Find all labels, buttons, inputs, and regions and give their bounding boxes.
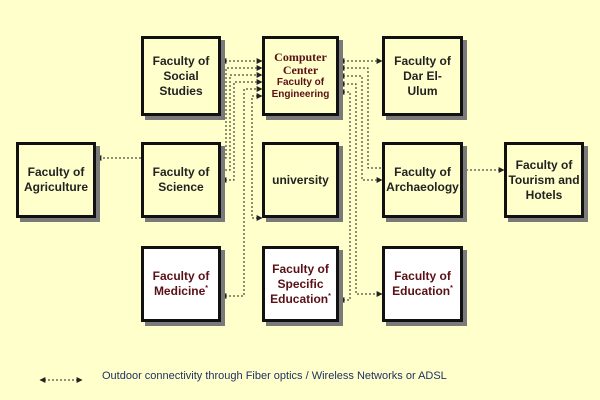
education-mark: * (450, 285, 453, 292)
box-computer-center: Computer Center Faculty of Engineering (262, 36, 339, 116)
education-text: Faculty of Education (392, 269, 451, 298)
agriculture-label: Faculty of Agriculture (23, 165, 88, 194)
tourism-label: Faculty of Tourism and Hotels (508, 157, 580, 202)
box-dar-el-ulum: Faculty of Dar El- Ulum (382, 36, 463, 116)
medicine-label: Faculty of Medicine* (153, 269, 210, 299)
archaeology-label: Faculty of Archaeology (386, 165, 459, 194)
medicine-text: Faculty of Medicine (152, 269, 210, 298)
social-studies-label: Faculty of Social Studies (152, 53, 210, 98)
dar-el-ulum-label: Faculty of Dar El- Ulum (394, 53, 451, 98)
link-science-cc-3 (220, 79, 263, 183)
link-cc-archaeology-2 (338, 73, 383, 183)
legend-text: Outdoor connectivity through Fiber optic… (102, 370, 447, 382)
box-university: university (262, 142, 339, 218)
box-archaeology: Faculty of Archaeology (382, 142, 463, 218)
computer-center-title: Computer Center (274, 50, 327, 77)
computer-center-subtitle: Faculty of Engineering (271, 77, 330, 100)
science-label: Faculty of Science (152, 165, 210, 194)
box-tourism: Faculty of Tourism and Hotels (504, 142, 584, 218)
box-education: Faculty of Education* (382, 246, 463, 322)
medicine-mark: * (205, 285, 209, 292)
box-specific-education: Faculty of Specific Education* (262, 246, 339, 322)
specific-education-label: Faculty of Specific Education* (270, 262, 331, 307)
link-medicine-cc (220, 86, 263, 299)
box-agriculture: Faculty of Agriculture (16, 142, 96, 218)
link-university-cc (251, 93, 263, 221)
link-cc-archaeology-1 (338, 65, 382, 169)
specific-education-text: Faculty of Specific Education (270, 261, 329, 306)
specific-education-mark: * (328, 292, 331, 300)
link-cc-education (338, 81, 383, 297)
link-cc-specific (338, 89, 351, 303)
box-science: Faculty of Science (141, 142, 221, 218)
box-social-studies: Faculty of Social Studies (141, 36, 221, 116)
legend: Outdoor connectivity through Fiber optic… (38, 370, 447, 382)
university-label: university (272, 172, 329, 187)
education-label: Faculty of Education* (392, 269, 453, 299)
box-medicine: Faculty of Medicine* (141, 246, 221, 322)
